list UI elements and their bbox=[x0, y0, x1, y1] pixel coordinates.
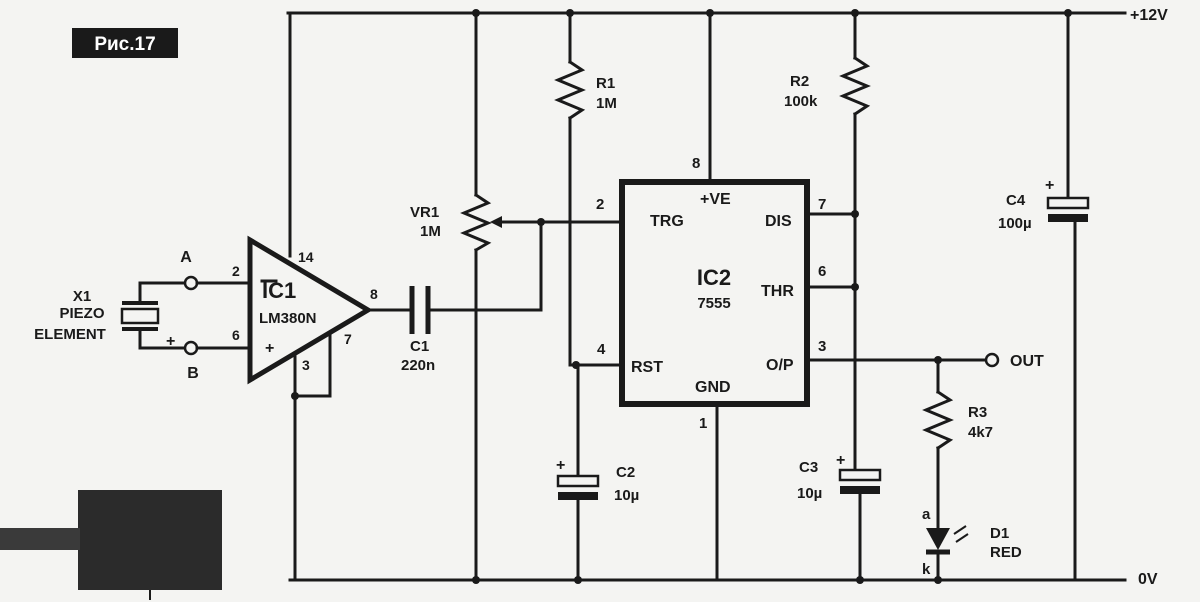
d1-ref: D1 bbox=[990, 525, 1009, 542]
ic2-pinnum-gnd: 1 bbox=[699, 415, 707, 432]
r2-value: 100k bbox=[784, 93, 818, 110]
ic2-pin-rst: RST bbox=[631, 359, 663, 376]
r1-value: 1M bbox=[596, 95, 617, 112]
c1-value: 220n bbox=[401, 357, 435, 374]
c4-value: 100µ bbox=[998, 215, 1032, 232]
output-label: OUT bbox=[1010, 353, 1044, 370]
c3-plus-sign: + bbox=[836, 452, 845, 469]
ic2-pin-ve: +VE bbox=[700, 191, 731, 208]
resistor-r2 bbox=[839, 9, 871, 472]
ic2-pinnum-trg: 2 bbox=[596, 196, 604, 213]
capacitor-c1 bbox=[366, 286, 543, 334]
ic1-pin-14: 14 bbox=[298, 249, 314, 265]
ic1-ground-wiring bbox=[291, 331, 332, 582]
ic2-pin-thr: THR bbox=[761, 283, 794, 300]
piezo-plus-sign: + bbox=[166, 333, 175, 350]
c2-plus-sign: + bbox=[556, 457, 565, 474]
vr1-ref: VR1 bbox=[410, 204, 439, 221]
piezo-element bbox=[120, 281, 186, 350]
capacitor-c2 bbox=[556, 363, 600, 584]
d1-value: RED bbox=[990, 544, 1022, 561]
ic2-pinnum-thr: 6 bbox=[818, 263, 826, 280]
terminal-a bbox=[183, 275, 199, 291]
ic2-pinnum-dis: 7 bbox=[818, 196, 826, 213]
ic1-pin-7: 7 bbox=[344, 331, 352, 347]
ic1-pin-2: 2 bbox=[232, 263, 240, 279]
c2-value: 10µ bbox=[614, 487, 639, 504]
vr1-value: 1M bbox=[420, 223, 441, 240]
piezo-ref: X1 bbox=[73, 288, 91, 305]
r3-value: 4k7 bbox=[968, 424, 993, 441]
r2-ref: R2 bbox=[790, 73, 809, 90]
c4-plus-sign: + bbox=[1045, 177, 1054, 194]
rail-ground-label: 0V bbox=[1138, 571, 1158, 588]
piezo-photo-artifact bbox=[0, 490, 222, 600]
c3-value: 10µ bbox=[797, 485, 822, 502]
ic1-plus-sign: + bbox=[265, 340, 274, 357]
r1-ref: R1 bbox=[596, 75, 615, 92]
d1-cathode-label: k bbox=[922, 561, 931, 578]
piezo-label-1: PIEZO bbox=[59, 305, 104, 322]
ic2-pin-op: O/P bbox=[766, 357, 794, 374]
ic2-pin-dis: DIS bbox=[765, 213, 792, 230]
ic2-pin-gnd: GND bbox=[695, 379, 731, 396]
capacitor-c3 bbox=[838, 468, 882, 584]
c1-ref: C1 bbox=[410, 338, 429, 355]
d1-anode-label: a bbox=[922, 506, 931, 523]
output-terminal bbox=[984, 352, 1000, 368]
ic2-part: 7555 bbox=[697, 295, 730, 312]
ic1-amplifier bbox=[247, 235, 373, 385]
ic2-timer-body bbox=[619, 179, 810, 407]
ic1-pin-8: 8 bbox=[370, 286, 378, 302]
figure-badge bbox=[72, 28, 178, 58]
ic1-pin-6: 6 bbox=[232, 327, 240, 343]
ic2-ref: IC2 bbox=[697, 265, 731, 290]
terminal-b bbox=[183, 340, 199, 356]
ic2-pinnum-rst: 4 bbox=[597, 341, 606, 358]
c3-ref: C3 bbox=[799, 459, 818, 476]
c4-ref: C4 bbox=[1006, 192, 1026, 209]
ic2-pinnum-op: 3 bbox=[818, 338, 826, 355]
ic2-pin-trg: TRG bbox=[650, 213, 684, 230]
piezo-label-2: ELEMENT bbox=[34, 326, 106, 343]
ic1-part: LM380N bbox=[259, 310, 317, 327]
r3-ref: R3 bbox=[968, 404, 987, 421]
ic1-pin-3: 3 bbox=[302, 357, 310, 373]
terminal-b-label: B bbox=[187, 365, 199, 382]
c2-ref: C2 bbox=[616, 464, 635, 481]
figure-label: Рис.17 bbox=[94, 34, 155, 55]
resistor-r1 bbox=[554, 9, 586, 367]
resistor-r3 bbox=[922, 358, 954, 530]
rail-positive-label: +12V bbox=[1130, 7, 1168, 24]
led-d1 bbox=[926, 525, 969, 584]
potentiometer-vr1 bbox=[460, 9, 545, 584]
ic2-pinnum-ve: 8 bbox=[692, 155, 700, 172]
terminal-a-label: A bbox=[180, 249, 192, 266]
capacitor-c4 bbox=[1046, 9, 1090, 582]
